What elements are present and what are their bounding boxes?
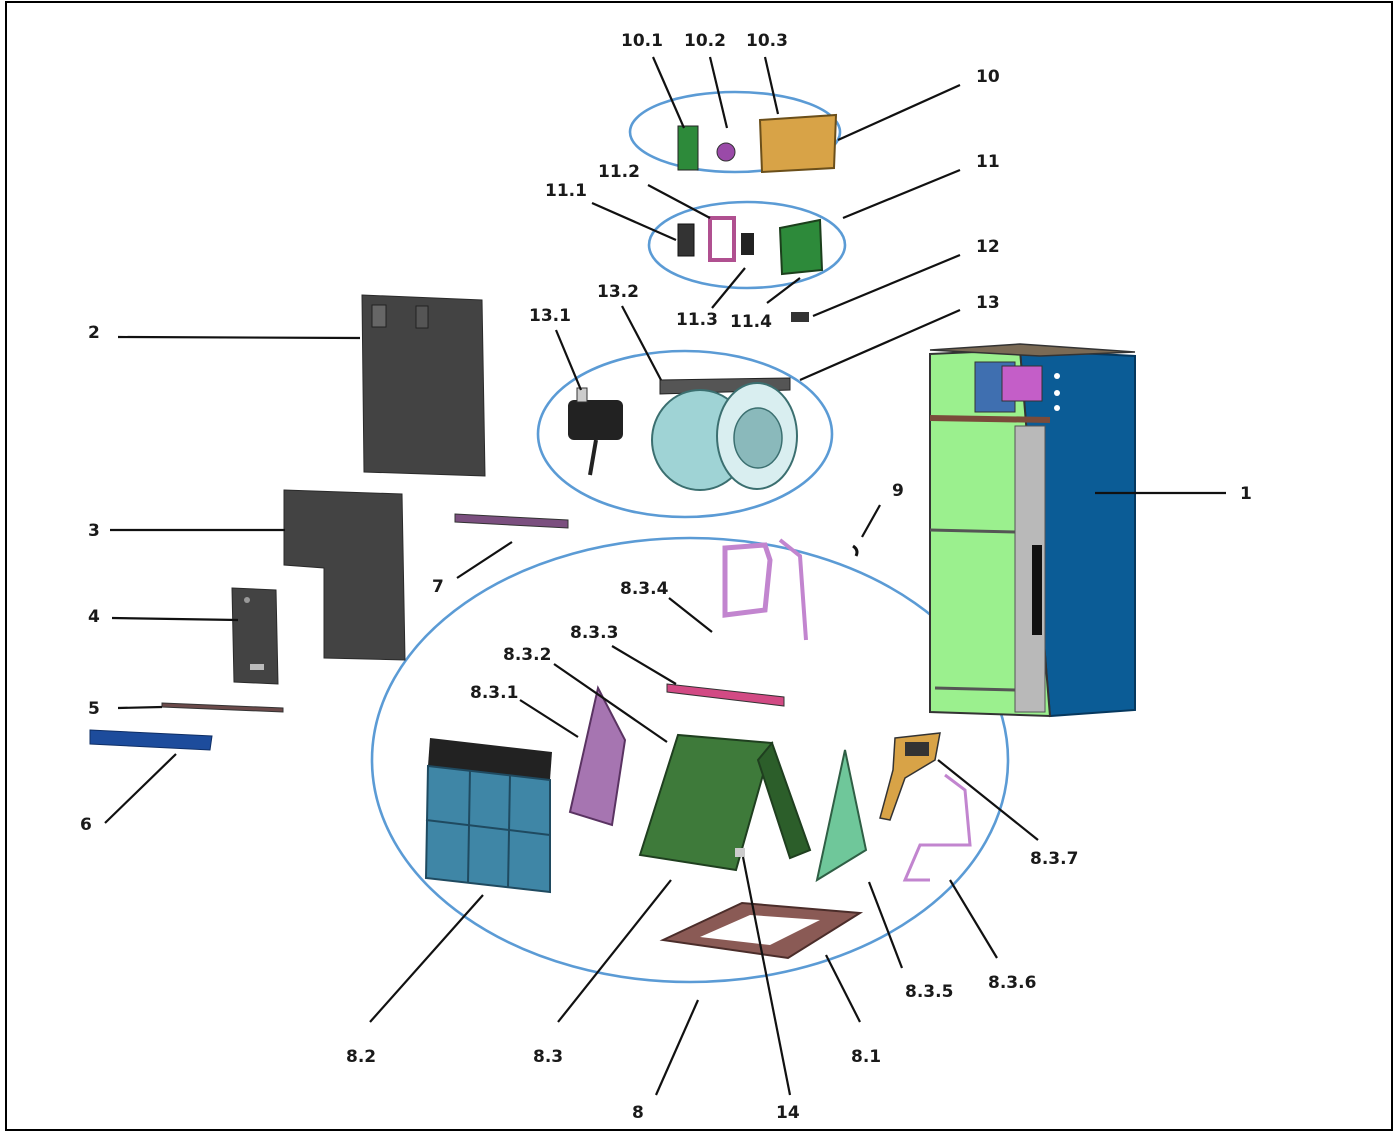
part-1-cabinet [929,343,1136,718]
part-10-3-board [758,113,838,174]
callout-8-3: 8.3 [533,1047,563,1067]
callout-8-3-2: 8.3.2 [503,645,551,665]
callout-8-3-5: 8.3.5 [905,982,953,1002]
callout-8-3-1: 8.3.1 [470,683,518,703]
callout-4: 4 [88,607,100,627]
part-8-3-coil [638,733,812,872]
group-ring-8 [370,536,1010,984]
callout-13-2: 13.2 [597,282,639,302]
part-8-3-1-end-plate [568,685,627,827]
callout-2: 2 [88,323,100,343]
part-11-4-board [778,218,824,276]
part-8-3-7-board [879,732,941,821]
part-13-2-blower [651,377,798,491]
callout-11-4: 11.4 [730,312,772,332]
part-3-lower-panel [283,489,406,661]
callout-11-1: 11.1 [545,181,587,201]
callout-6: 6 [80,815,92,835]
callout-9: 9 [892,481,904,501]
callout-8-2: 8.2 [346,1047,376,1067]
part-5-strip [161,702,284,713]
part-8-2-filter [424,738,552,894]
part-8-3-6-tubing [902,773,972,882]
diagram-frame [5,1,1393,1131]
part-10-1-board [677,125,699,171]
callout-labels: 1 2 3 4 5 6 7 8 8.1 8.2 8.3 8.3.1 8.3.2 … [80,31,1252,1123]
part-11-3-module [741,233,754,255]
callout-7: 7 [432,577,444,597]
callout-8-1: 8.1 [851,1047,881,1067]
part-7-bracket [454,513,569,529]
callout-8-3-7: 8.3.7 [1030,849,1078,869]
callout-8: 8 [632,1103,644,1123]
callout-3: 3 [88,521,100,541]
callout-10: 10 [976,67,1000,87]
part-8-3-5-end-plate [815,749,868,883]
part-12-sensor [791,312,809,322]
part-6-blue-rail [89,729,213,751]
callout-11-3: 11.3 [676,310,718,330]
callout-14: 14 [776,1103,800,1123]
callout-8-3-3: 8.3.3 [570,623,618,643]
part-13-1-motor [568,387,623,476]
part-10-2-relay [716,142,736,162]
part-9-clip [852,544,859,557]
callout-10-1: 10.1 [621,31,663,51]
leader-lines [104,56,1226,1096]
callout-11: 11 [976,152,1000,172]
part-8-3-4-tubing [722,538,808,641]
part-4-access-panel [231,587,279,685]
callout-10-3: 10.3 [746,31,788,51]
callout-8-3-4: 8.3.4 [620,579,669,599]
callout-12: 12 [976,237,1000,257]
group-ring-11 [647,200,847,290]
callout-13-1: 13.1 [529,306,571,326]
part-8-1-drain-pan [659,901,864,960]
part-11-2-bracket [708,216,736,262]
callout-11-2: 11.2 [598,162,640,182]
group-ring-10 [628,90,842,174]
group-ring-13 [536,349,834,519]
part-2-upper-panel [361,294,486,477]
callout-13: 13 [976,293,1000,313]
callout-10-2: 10.2 [684,31,726,51]
callout-1: 1 [1240,484,1252,504]
callout-8-3-6: 8.3.6 [988,973,1036,993]
part-11-1-module [677,223,695,257]
part-8-3-3-tray [666,683,785,707]
callout-5: 5 [88,699,100,719]
